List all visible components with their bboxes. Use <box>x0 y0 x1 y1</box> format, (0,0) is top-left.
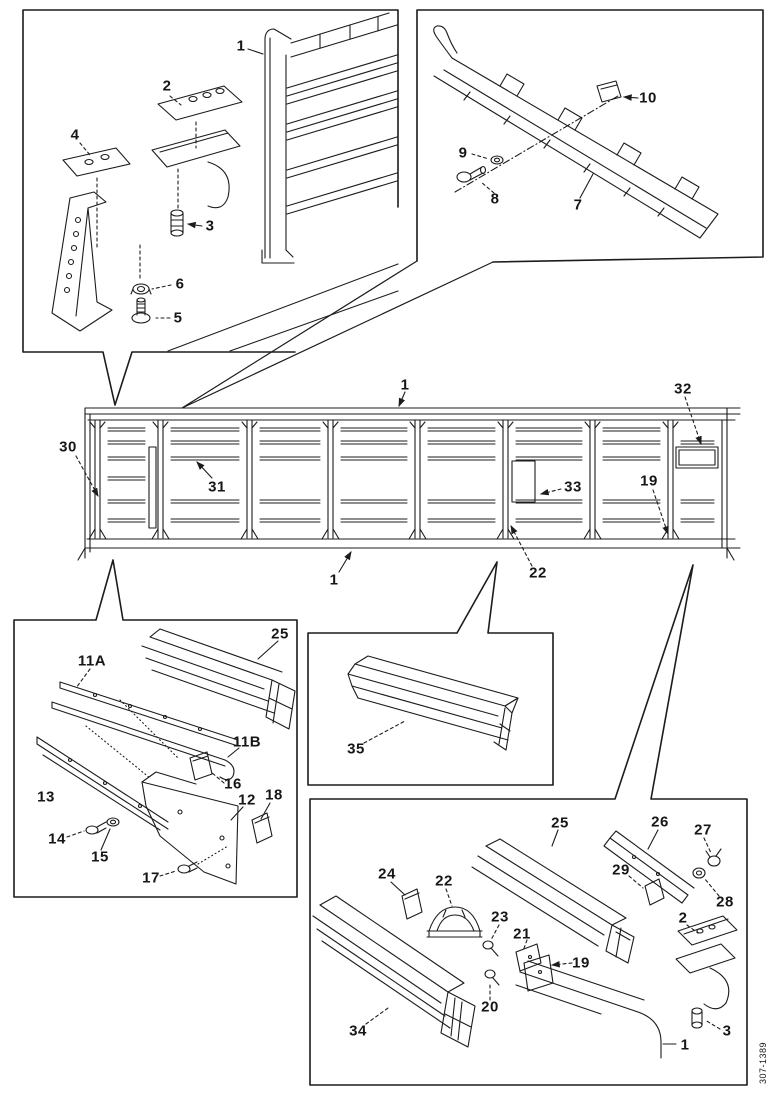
part-24-plate <box>401 888 423 920</box>
callout-main-19: 19 <box>640 472 658 490</box>
part-3-spacer-2 <box>691 1007 703 1029</box>
callout-top-left-2: 2 <box>162 77 172 95</box>
part-2-bracket <box>151 129 241 168</box>
part-32-plate <box>675 446 719 469</box>
callout-leaders <box>66 48 721 1045</box>
callout-bottom-right-23: 23 <box>491 908 509 926</box>
part-11A-strip <box>59 681 239 747</box>
callout-bottom-left-16: 16 <box>224 775 242 793</box>
callout-bottom-right-28: 28 <box>716 893 734 911</box>
part-4-plate <box>62 147 131 177</box>
inset-top-left-art <box>51 12 399 352</box>
part-25-beam <box>141 628 296 730</box>
part-20-bolt <box>484 969 500 986</box>
main-rail-drawing <box>77 407 741 561</box>
callout-bottom-right-29: 29 <box>612 861 630 879</box>
inset-box-bottom-left <box>13 559 298 898</box>
callout-main-30: 30 <box>59 438 77 456</box>
callout-bottom-right-21: 21 <box>513 925 531 943</box>
part-25-beam-2 <box>471 838 635 964</box>
part-2-plate <box>157 85 243 121</box>
part-2-plate-2 <box>675 915 738 1010</box>
part-9-nut <box>490 155 504 165</box>
part-23-bolt <box>482 940 499 957</box>
callout-bottom-left-11A: 11A <box>77 652 107 670</box>
part-7-channel <box>433 57 719 239</box>
inset-box-top-right <box>181 9 764 409</box>
callout-bottom-left-18: 18 <box>265 786 283 804</box>
callout-bottom-right-22: 22 <box>435 872 453 890</box>
callout-top-left-3: 3 <box>205 217 215 235</box>
callout-bottom-left-11B: 11B <box>232 733 262 751</box>
callout-main-33: 33 <box>564 478 582 496</box>
part-10-plate <box>596 80 622 103</box>
part-28-washer <box>692 867 706 879</box>
callout-main-22: 22 <box>529 564 547 582</box>
callout-bottom-right-26: 26 <box>651 813 669 831</box>
callout-top-right-8: 8 <box>490 190 500 208</box>
part-16-clip <box>189 751 213 781</box>
inset-box-top-left <box>22 9 399 406</box>
inset-top-right-art <box>433 25 719 239</box>
part-19-bracket <box>523 954 554 992</box>
part-15-nut <box>106 817 120 827</box>
callout-bottom-left-25: 25 <box>271 625 289 643</box>
callout-bottom-right-20: 20 <box>481 998 499 1016</box>
callout-bottom-right-27: 27 <box>694 821 712 839</box>
part-21-clip <box>515 943 542 972</box>
callout-bottom-left-12: 12 <box>238 791 256 809</box>
inset-bottom-left-art <box>36 628 296 885</box>
part-1-channel <box>264 37 287 259</box>
callout-bottom-left-13: 13 <box>37 788 55 806</box>
part-1-corner <box>515 960 662 1059</box>
inset-box-bottom-middle <box>307 561 554 786</box>
callout-top-right-9: 9 <box>458 144 468 162</box>
callout-bottom-right-1: 1 <box>680 1036 690 1054</box>
callout-bottom-middle-35: 35 <box>347 740 365 758</box>
callout-top-left-4: 4 <box>70 126 80 144</box>
support-bracket <box>51 191 113 332</box>
part-17-bolt <box>177 845 229 874</box>
callout-bottom-right-34: 34 <box>349 1022 367 1040</box>
part-35-beam <box>347 655 519 751</box>
callout-top-right-10: 10 <box>639 89 657 107</box>
callout-top-left-1: 1 <box>236 37 246 55</box>
callout-main-1-bottom: 1 <box>329 571 339 589</box>
part-6-nut <box>130 283 152 295</box>
part-5-bolt <box>131 297 151 324</box>
part-29-clip <box>644 878 665 906</box>
callout-top-left-6: 6 <box>175 275 185 293</box>
callout-top-right-7: 7 <box>573 196 583 214</box>
callout-bottom-right-25: 25 <box>551 814 569 832</box>
callout-bottom-left-17: 17 <box>142 869 160 887</box>
part-14-bolt <box>85 821 107 835</box>
part-34-beam <box>312 895 476 1048</box>
part-8-bolt <box>456 165 487 183</box>
callout-bottom-right-19: 19 <box>572 954 590 972</box>
callout-main-31: 31 <box>208 478 226 496</box>
inset-box-bottom-right <box>309 564 748 1086</box>
callout-bottom-right-3: 3 <box>722 1022 732 1040</box>
part-12-plate <box>141 771 239 885</box>
part-11B-strip <box>51 701 235 781</box>
callout-bottom-right-24: 24 <box>378 865 396 883</box>
callout-bottom-left-15: 15 <box>91 848 109 866</box>
callout-main-1-top: 1 <box>400 376 410 394</box>
part-26-strip <box>603 830 695 904</box>
part-27-bolt <box>705 848 722 867</box>
callout-top-left-5: 5 <box>173 309 183 327</box>
callout-bottom-left-14: 14 <box>48 830 66 848</box>
callout-bottom-right-2: 2 <box>678 909 688 927</box>
inset-bottom-right-art <box>312 830 738 1059</box>
part-18-clip <box>251 812 273 844</box>
part-13-strip <box>36 736 169 831</box>
part-3-spacer <box>170 209 184 237</box>
callout-main-32: 32 <box>674 380 692 398</box>
part-22-saddle <box>426 906 483 938</box>
inset-bottom-middle-art <box>347 655 519 751</box>
drawing-number: 307-1389 <box>758 1041 768 1085</box>
